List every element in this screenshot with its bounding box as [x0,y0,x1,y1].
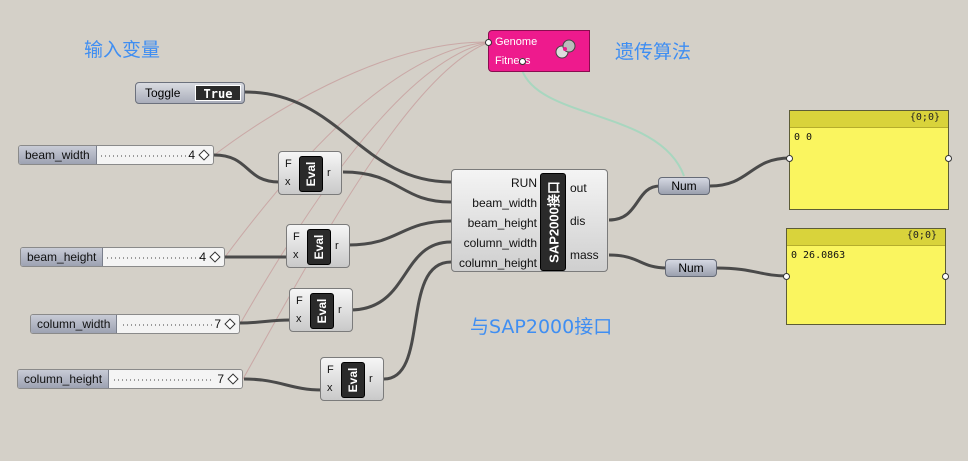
panel-dis[interactable]: {0;0} 0 0 [789,110,949,210]
input-run: RUN [511,176,537,190]
pin-r: r [335,240,339,252]
eval-core: Eval [341,362,365,398]
output-dis: dis [570,214,586,228]
slider-grip-icon[interactable] [198,149,210,161]
slider-value: 4 [188,148,195,162]
pin-r: r [369,373,373,385]
panel-content: 0 26.0863 [791,250,846,261]
panel-input-port[interactable] [783,273,790,280]
eval-core: Eval [299,156,323,192]
eval-core: Eval [310,293,334,329]
genome-port[interactable] [485,39,492,46]
panel-output-port[interactable] [942,273,949,280]
pin-x: x [293,249,299,261]
genome-label: Genome [495,36,538,48]
pin-x: x [285,176,291,188]
panel-mass[interactable]: {0;0} 0 26.0863 [786,228,946,325]
num-param[interactable]: Num [658,177,710,195]
wire [349,240,452,312]
slider-grip-icon[interactable] [209,251,221,263]
slider-value: 7 [214,317,221,331]
toggle-component[interactable]: Toggle True [135,82,245,104]
eval-component[interactable]: F x Eval r [289,288,353,332]
pin-f: F [296,295,303,307]
wire [239,318,291,325]
toggle-value[interactable]: True [195,85,241,101]
slider-track[interactable] [114,379,214,381]
pin-f: F [293,231,300,243]
galapagos-component[interactable]: Genome Fitness [488,30,590,72]
slider-grip-icon[interactable] [224,318,236,330]
eval-component[interactable]: F x Eval r [286,224,350,268]
pin-r: r [327,167,331,179]
input-beam-height: beam_height [467,216,537,230]
genome-wire [212,41,491,157]
slider-column-height[interactable]: column_height 7 [17,369,243,389]
input-column-height: column_height [458,256,537,270]
slider-beam-height[interactable]: beam_height 4 [20,247,225,267]
wire [347,219,452,247]
annotation-sap-interface: 与SAP2000接口 [470,316,613,338]
pin-f: F [327,364,334,376]
annotation-genetic: 遗传算法 [615,41,692,63]
slider-label: beam_width [19,146,97,164]
wire [383,260,452,381]
slider-column-width[interactable]: column_width 7 [30,314,240,334]
toggle-label: Toggle [145,86,181,100]
wire [608,253,668,270]
genome-wire [239,41,491,325]
run-wire [244,90,452,184]
slider-label: beam_height [21,248,104,266]
galapagos-icon [555,39,576,59]
eval-component[interactable]: F x Eval r [278,151,342,195]
pin-f: F [285,158,292,170]
input-beam-width: beam_width [472,196,537,210]
genome-wire [242,41,491,380]
slider-track[interactable] [107,257,202,259]
sap2000-component[interactable]: RUN beam_width beam_height column_width … [451,169,608,272]
eval-core: Eval [307,229,331,265]
panel-header: {0;0} [790,111,948,128]
slider-label: column_width [31,315,118,333]
slider-beam-width[interactable]: beam_width 4 [18,145,214,165]
num-param[interactable]: Num [665,259,717,277]
panel-header: {0;0} [787,229,945,246]
fitness-port[interactable] [519,58,526,65]
pin-r: r [338,304,342,316]
slider-grip-icon[interactable] [227,373,239,385]
genome-wire [224,41,491,258]
wire [243,377,323,392]
annotation-inputs: 输入变量 [84,39,161,61]
slider-value: 7 [217,372,224,386]
slider-value: 4 [199,250,206,264]
input-column-width: column_width [463,236,537,250]
wire [608,184,661,222]
panel-input-port[interactable] [786,155,793,162]
wire [213,153,280,184]
fitness-wire [521,69,685,177]
slider-track[interactable] [101,155,191,157]
wire [715,266,788,278]
output-mass: mass [570,248,599,262]
slider-label: column_height [18,370,110,388]
pin-x: x [327,382,333,394]
pin-x: x [296,313,302,325]
panel-content: 0 0 [794,132,813,143]
wire [709,156,791,188]
eval-component[interactable]: F x Eval r [320,357,384,401]
panel-output-port[interactable] [945,155,952,162]
sap2000-core: SAP2000接口 [540,173,566,271]
wire [342,170,452,204]
slider-track[interactable] [123,324,213,326]
output-out: out [570,181,587,195]
